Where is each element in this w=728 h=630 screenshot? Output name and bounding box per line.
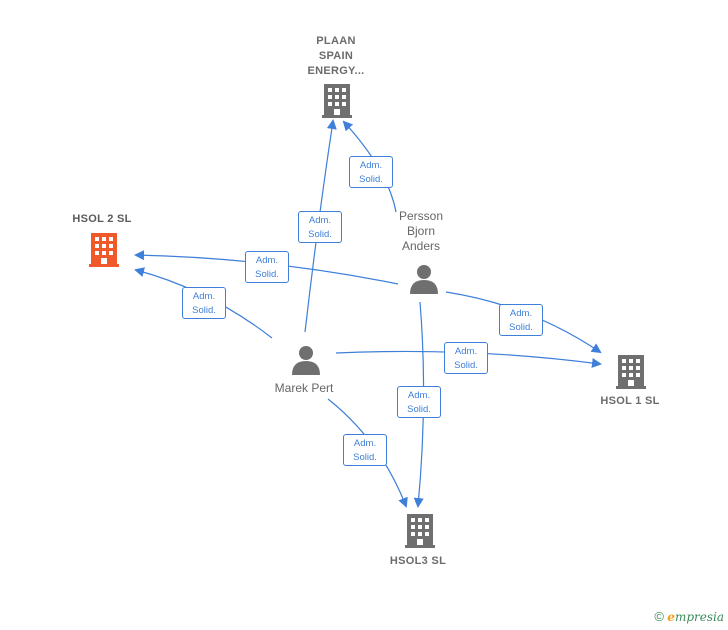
building-icon[interactable] (322, 84, 352, 118)
edge-label-marek-hsol1[interactable]: Adm. Solid. (444, 342, 488, 374)
copyright-symbol: © (654, 609, 664, 624)
edge-label-marek-hsol2[interactable]: Adm. Solid. (182, 287, 226, 319)
edge-label-line: Solid. (454, 360, 478, 371)
person-name-line: Persson (398, 209, 444, 223)
brand-logo-e: e (667, 610, 675, 624)
edge-label-line: Adm. (308, 215, 332, 226)
person-name-persson[interactable]: Persson Bjorn Anders (385, 209, 457, 254)
company-name-line: ENERGY... (307, 65, 365, 77)
company-name-plaan[interactable]: PLAAN SPAIN ENERGY... (296, 34, 376, 79)
edge-label-line: Adm. (353, 438, 377, 449)
edge-label-line: Adm. (509, 308, 533, 319)
edge-label-line: Solid. (407, 404, 431, 415)
person-name-marek[interactable]: Marek Pert (274, 381, 334, 395)
person-icon[interactable] (410, 265, 438, 294)
edge-label-line: Solid. (308, 229, 332, 240)
edge-label-line: Adm. (454, 346, 478, 357)
edge-label-line: Adm. (255, 255, 279, 266)
building-icon[interactable] (89, 233, 119, 267)
company-name-hsol3[interactable]: HSOL3 SL (389, 555, 447, 567)
edge-label-line: Solid. (192, 305, 216, 316)
edge-label-persson-hsol1[interactable]: Adm. Solid. (499, 304, 543, 336)
edge-label-persson-hsol3[interactable]: Adm. Solid. (397, 386, 441, 418)
edge-label-line: Adm. (192, 291, 216, 302)
edge-label-persson-hsol2[interactable]: Adm. Solid. (245, 251, 289, 283)
edge-label-line: Adm. (359, 160, 383, 171)
person-icon[interactable] (292, 346, 320, 375)
company-name-line: SPAIN (318, 50, 354, 62)
person-name-line: Bjorn (406, 224, 435, 238)
edge-label-line: Adm. (407, 390, 431, 401)
edge-label-line: Solid. (509, 322, 533, 333)
edge-label-marek-hsol3[interactable]: Adm. Solid. (343, 434, 387, 466)
company-name-hsol2[interactable]: HSOL 2 SL (72, 213, 132, 225)
company-name-line: PLAAN (316, 35, 356, 47)
company-name-hsol1[interactable]: HSOL 1 SL (600, 395, 660, 407)
edge-label-line: Solid. (359, 174, 383, 185)
edge-label-line: Solid. (353, 452, 377, 463)
person-name-line: Anders (401, 239, 441, 253)
brand-logo: © empresia (654, 609, 724, 624)
building-icon[interactable] (405, 514, 435, 548)
edge-label-line: Solid. (255, 269, 279, 280)
edge-label-marek-plaan[interactable]: Adm. Solid. (298, 211, 342, 243)
building-icon[interactable] (616, 355, 646, 389)
edge-label-persson-plaan[interactable]: Adm. Solid. (349, 156, 393, 188)
brand-logo-text: mpresia (674, 610, 724, 624)
